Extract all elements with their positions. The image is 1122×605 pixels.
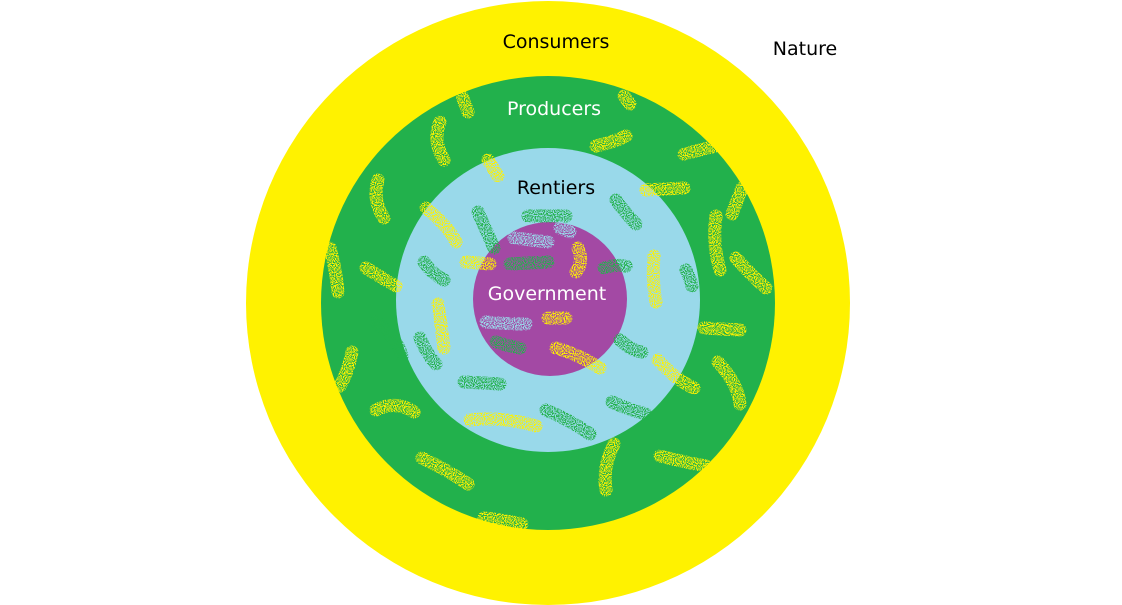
government-label: Government: [487, 283, 607, 305]
consumers-label: Consumers: [502, 31, 610, 53]
green-speckle-strokes: [369, 193, 699, 441]
nature-label: Nature: [772, 38, 838, 60]
yellow-speckle-strokes: [323, 89, 773, 531]
rentiers-label: Rentiers: [516, 177, 596, 199]
producers-label: Producers: [506, 98, 602, 120]
lightblue-speckle-strokes: [479, 221, 577, 331]
